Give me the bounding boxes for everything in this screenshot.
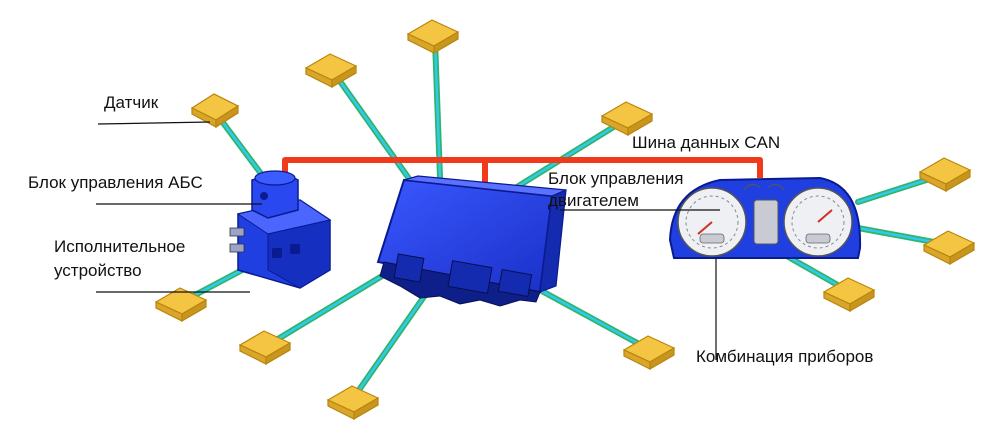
sensor-pad bbox=[922, 230, 976, 266]
sensor-pad bbox=[406, 19, 460, 55]
sensors bbox=[154, 19, 976, 421]
sensor-pad bbox=[304, 53, 358, 89]
sensor-pad bbox=[918, 157, 972, 193]
sensor-pad bbox=[600, 101, 654, 137]
label-instrument-cluster: Комбинация приборов bbox=[696, 347, 873, 366]
sensor-pad bbox=[822, 277, 876, 313]
can-bus-line bbox=[282, 157, 763, 184]
sensor-pad bbox=[154, 287, 208, 323]
label-abs-unit: Блок управления АБС bbox=[28, 173, 203, 192]
label-sensor: Датчик bbox=[104, 93, 159, 112]
label-actuator-line2: устройство bbox=[54, 261, 142, 280]
speedometer-gauge bbox=[783, 187, 853, 257]
label-actuator-line1: Исполнительное bbox=[54, 237, 185, 256]
tachometer-gauge bbox=[677, 187, 747, 257]
instrument-cluster bbox=[668, 176, 862, 259]
center-display bbox=[743, 183, 785, 245]
leader-lines bbox=[96, 121, 720, 360]
sensor-pad bbox=[622, 335, 676, 371]
sensor-pad bbox=[326, 385, 380, 421]
sensor-pad bbox=[238, 330, 292, 366]
label-engine-unit-line2: двигателем bbox=[548, 191, 639, 210]
abs-control-unit bbox=[229, 170, 332, 289]
engine-control-unit bbox=[376, 175, 567, 307]
label-engine-unit-line1: Блок управления bbox=[548, 169, 683, 188]
label-can-bus: Шина данных CAN bbox=[632, 133, 780, 152]
